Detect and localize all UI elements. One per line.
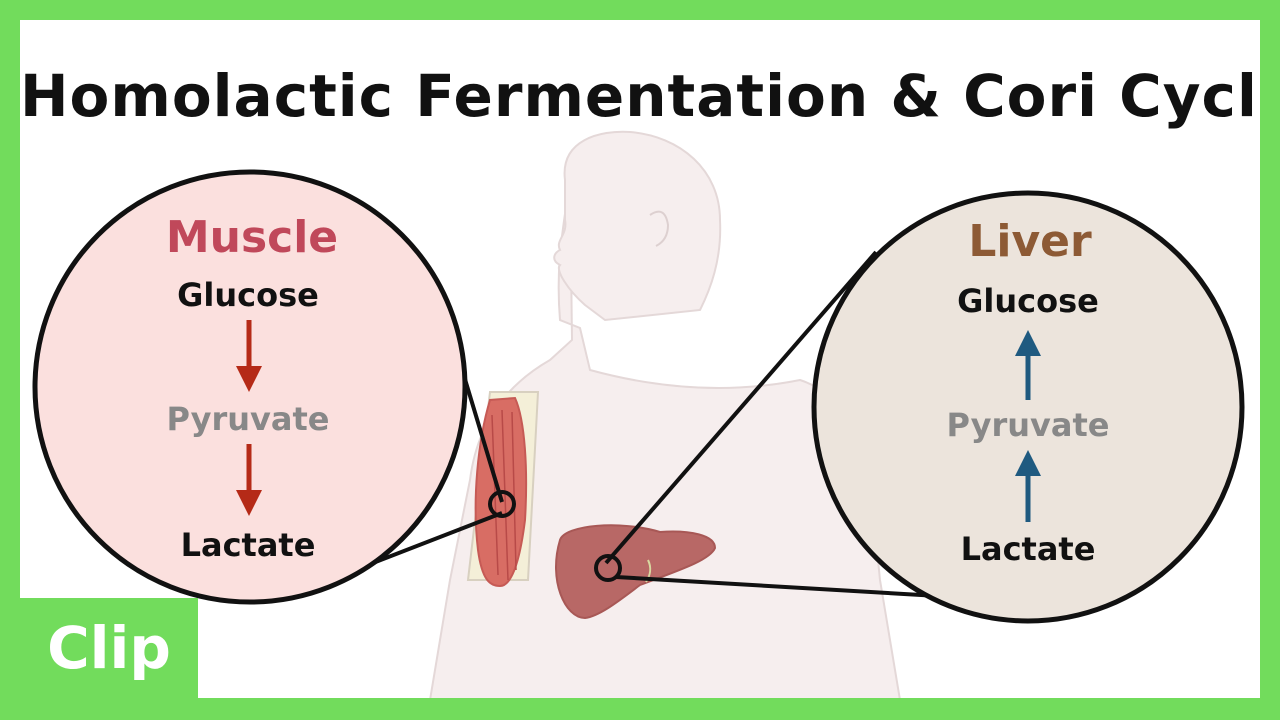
clip-badge-label: Clip	[47, 614, 171, 682]
liver-zoom-marker	[594, 554, 622, 582]
muscle-zoom-marker	[488, 490, 516, 518]
muscle-heading: Muscle	[166, 212, 338, 263]
clip-badge: Clip	[20, 598, 198, 698]
body-silhouette	[429, 130, 901, 698]
muscle-arrow-down-1	[236, 320, 262, 392]
cori-cycle-diagram: Muscle Glucose Pyruvate Lactate Liver Gl…	[32, 130, 1245, 698]
liver-heading: Liver	[968, 216, 1092, 267]
muscle-step-lactate: Lactate	[181, 526, 316, 564]
content-panel: Muscle Glucose Pyruvate Lactate Liver Gl…	[20, 20, 1260, 698]
muscle-step-pyruvate: Pyruvate	[167, 400, 330, 438]
liver-step-pyruvate: Pyruvate	[947, 406, 1110, 444]
liver-arrow-up-1	[1015, 330, 1041, 400]
muscle-step-glucose: Glucose	[177, 276, 319, 314]
liver-arrow-up-2	[1015, 450, 1041, 522]
page-title: Homolactic Fermentation & Cori Cycle	[20, 62, 1260, 130]
liver-step-glucose: Glucose	[957, 282, 1099, 320]
liver-step-lactate: Lactate	[961, 530, 1096, 568]
liver-panel: Liver Glucose Pyruvate Lactate	[811, 190, 1245, 624]
muscle-arrow-down-2	[236, 444, 262, 516]
muscle-panel: Muscle Glucose Pyruvate Lactate	[32, 169, 468, 605]
liver-circle	[811, 190, 1245, 624]
